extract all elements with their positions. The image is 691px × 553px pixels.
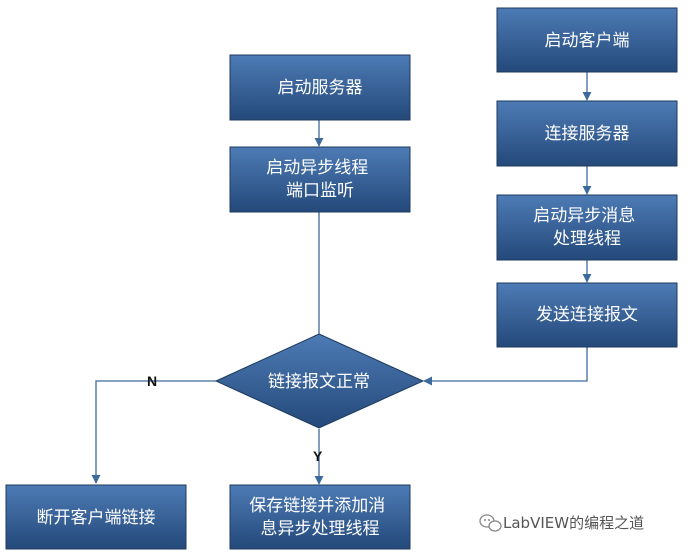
- node-check-msg-line-1: 链接报文正常: [268, 372, 370, 392]
- edge-send-to-check: [423, 347, 588, 386]
- node-server-listen: 启动异步线程 端口监听: [229, 146, 411, 213]
- node-start-client-line-1: 启动客户端: [545, 31, 630, 51]
- node-start-server: 启动服务器: [229, 54, 411, 121]
- node-send-link-msg: 发送连接报文: [496, 282, 678, 348]
- node-disconnect-line-1: 断开客户端链接: [37, 508, 156, 528]
- connectors: [91, 72, 592, 485]
- node-client-async-line-2: 处理线程: [553, 229, 621, 249]
- edge-label-no: N: [147, 373, 157, 389]
- node-connect-server-line-1: 连接服务器: [545, 124, 630, 144]
- svg-text:启动服务器: 启动服务器: [278, 78, 363, 98]
- node-client-async-line-1: 启动异步消息: [533, 206, 635, 226]
- wechat-icon: [479, 514, 502, 532]
- edge-label-yes: Y: [313, 448, 323, 464]
- watermark: LabVIEW的编程之道: [479, 514, 644, 532]
- node-check-msg: 链接报文正常: [214, 333, 425, 429]
- svg-text:发送连接报文: 发送连接报文: [536, 305, 638, 325]
- svg-text:启动客户端: 启动客户端: [545, 31, 630, 51]
- svg-text:保存链接并添加消 息异步处理线程: 保存链接并添加消 息异步处理线程: [249, 496, 390, 539]
- node-start-client: 启动客户端: [496, 7, 678, 73]
- node-start-server-line-1: 启动服务器: [278, 78, 363, 98]
- node-save-link-line-1: 保存链接并添加消: [249, 496, 385, 516]
- node-save-link-line-2: 息异步处理线程: [261, 519, 380, 539]
- node-client-async: 启动异步消息 处理线程: [496, 194, 678, 261]
- svg-text:启动异步消息 处理线程: 启动异步消息 处理线程: [533, 206, 640, 249]
- watermark-text: LabVIEW的编程之道: [503, 514, 644, 532]
- node-send-link-msg-line-1: 发送连接报文: [536, 305, 638, 325]
- node-connect-server: 连接服务器: [496, 100, 678, 167]
- edge-check-no-to-disconnect: [91, 380, 216, 484]
- svg-text:链接报文正常: 链接报文正常: [268, 372, 370, 392]
- node-disconnect: 断开客户端链接: [5, 484, 187, 550]
- node-save-link: 保存链接并添加消 息异步处理线程: [229, 484, 411, 550]
- node-server-listen-line-1: 启动异步线程: [266, 158, 368, 178]
- svg-text:启动异步线程 端口监听: 启动异步线程 端口监听: [266, 158, 373, 201]
- svg-text:断开客户端链接: 断开客户端链接: [37, 508, 156, 528]
- svg-text:连接服务器: 连接服务器: [545, 124, 630, 144]
- node-server-listen-line-2: 端口监听: [286, 181, 354, 201]
